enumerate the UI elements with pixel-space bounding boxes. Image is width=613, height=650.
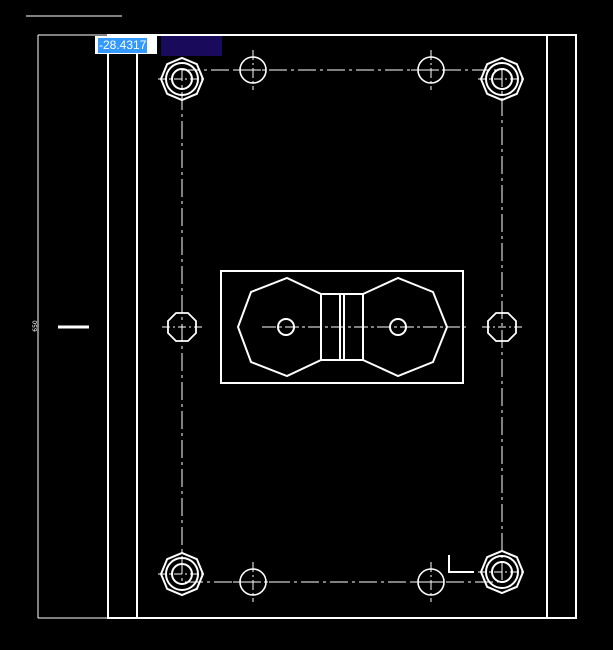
bolt-centerline-rect[interactable] <box>181 69 503 583</box>
pin-hole-top-left[interactable] <box>232 49 274 91</box>
cavity-left[interactable] <box>236 276 322 378</box>
dynamic-input-secondary-field[interactable] <box>161 36 222 56</box>
vertical-dimension[interactable]: 650 <box>32 34 110 619</box>
ucs-corner-marker <box>448 555 474 573</box>
dimension-text: 650 <box>32 320 39 332</box>
dynamic-input-field[interactable]: -28.4317 <box>95 36 157 54</box>
cavity-hole-right[interactable] <box>389 318 407 336</box>
outer-plate[interactable] <box>107 34 577 619</box>
pin-hole-bottom-right[interactable] <box>410 561 452 603</box>
dynamic-input-value: -28.4317 <box>98 37 148 53</box>
cavity-hole-left[interactable] <box>277 318 295 336</box>
cavity-right[interactable] <box>362 276 449 378</box>
